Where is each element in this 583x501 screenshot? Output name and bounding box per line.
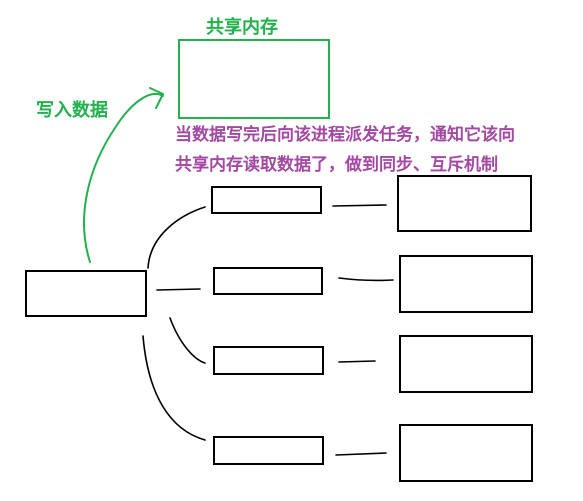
write-data-arrowhead xyxy=(149,87,164,109)
target-box-2 xyxy=(399,255,533,313)
target-box-1 xyxy=(397,175,532,232)
shared-memory-box xyxy=(178,39,330,119)
shared-memory-label: 共享内存 xyxy=(206,17,278,38)
connector-main-worker-1 xyxy=(147,206,206,269)
worker-process-box-2 xyxy=(213,267,323,295)
worker-process-box-1 xyxy=(211,186,322,214)
connector-worker-target-4 xyxy=(335,452,387,456)
target-box-4 xyxy=(399,424,533,482)
worker-process-box-4 xyxy=(213,436,324,465)
sync-note-line-2: 共享内存读取数据了，做到同步、互斥机制 xyxy=(175,155,498,175)
sync-note-line-1: 当数据写完后向该进程派发任务，通知它该向 xyxy=(175,125,515,145)
connector-main-worker-4 xyxy=(142,335,206,441)
connector-main-worker-3 xyxy=(169,317,206,364)
main-process-box xyxy=(25,270,147,317)
connector-worker-target-2 xyxy=(338,277,394,282)
connector-worker-target-1 xyxy=(332,204,387,207)
target-box-3 xyxy=(399,335,533,393)
connector-worker-target-3 xyxy=(338,360,376,363)
write-data-label: 写入数据 xyxy=(36,100,108,121)
write-data-arrow xyxy=(83,93,164,263)
worker-process-box-3 xyxy=(213,346,324,375)
connector-main-worker-2 xyxy=(156,288,201,291)
